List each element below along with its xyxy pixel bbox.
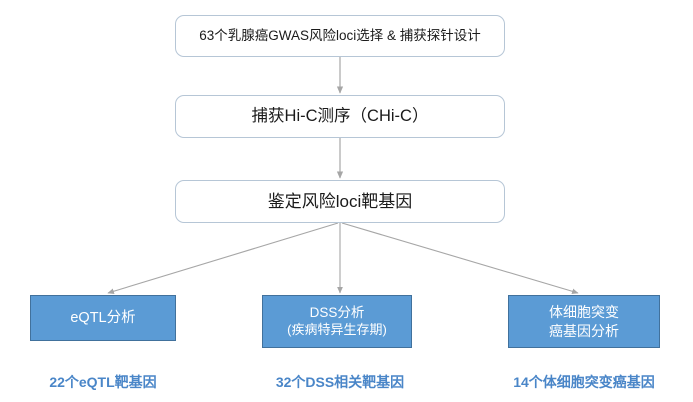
process-box-capture-hic-sequencing: 捕获Hi-C测序（CHi-C） (175, 95, 505, 138)
analysis-box-eqtl: eQTL分析 (30, 295, 176, 341)
analysis-box-somatic-mutation: 体细胞突变 癌基因分析 (508, 295, 660, 348)
process-box-capture-hic-sequencing-label: 捕获Hi-C测序（CHi-C） (251, 107, 429, 126)
process-box-identify-target-genes: 鉴定风险loci靶基因 (175, 180, 505, 223)
analysis-box-dss-label-line2: (疾病特异生存期) (287, 321, 387, 337)
result-label-somatic: 14个体细胞突变癌基因 (513, 374, 655, 390)
result-label-eqtl: 22个eQTL靶基因 (49, 374, 157, 390)
process-box-identify-target-genes-label: 鉴定风险loci靶基因 (267, 191, 413, 211)
process-box-loci-selection-label: 63个乳腺癌GWAS风险loci选择 & 捕获探针设计 (199, 27, 481, 43)
analysis-box-dss-label-line1: DSS分析 (309, 305, 365, 321)
result-label-dss: 32个DSS相关靶基因 (275, 374, 405, 390)
analysis-box-somatic-mutation-label-line1: 体细胞突变 (549, 304, 619, 321)
arrow-target-genes-to-somatic (341, 222, 579, 295)
analysis-box-eqtl-label-line1: eQTL分析 (70, 309, 136, 326)
process-box-loci-selection: 63个乳腺癌GWAS风险loci选择 & 捕获探针设计 (175, 15, 505, 57)
analysis-box-somatic-mutation-label-line2: 癌基因分析 (549, 322, 619, 339)
analysis-box-dss: DSS分析 (疾病特异生存期) (262, 295, 412, 348)
arrow-target-genes-to-eqtl (107, 222, 339, 295)
